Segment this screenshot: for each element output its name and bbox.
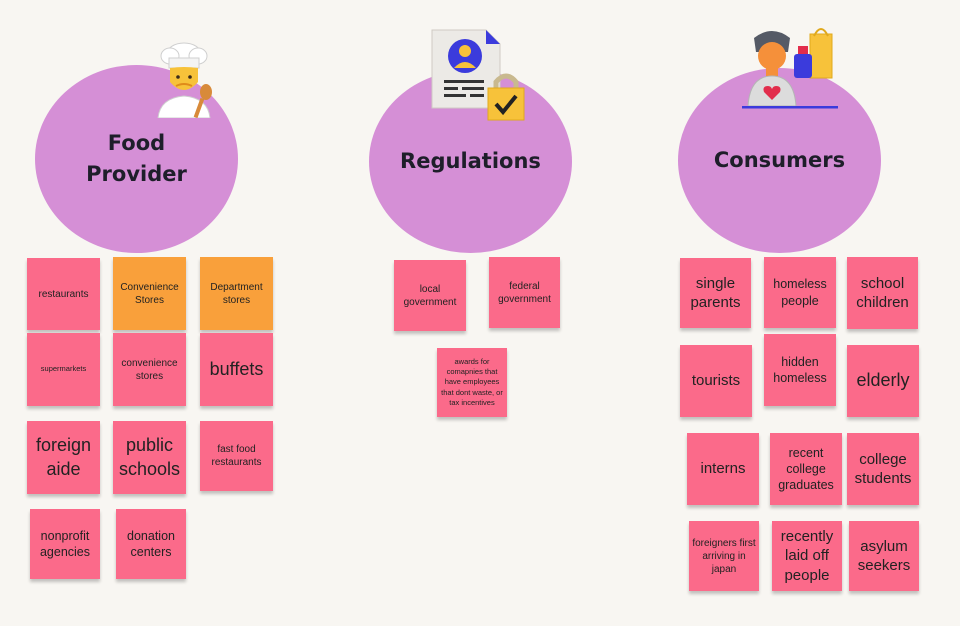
sticky-note[interactable]: recently laid off people	[772, 521, 842, 591]
sticky-note[interactable]: awards for comapnies that have employees…	[437, 348, 507, 417]
sticky-note[interactable]: foreign aide	[27, 421, 100, 494]
sticky-note[interactable]: foreigners first arriving in japan	[689, 521, 759, 591]
food-provider-title: Food Provider	[86, 131, 187, 186]
sticky-note[interactable]: recent college graduates	[770, 433, 842, 505]
sticky-note[interactable]: supermarkets	[27, 333, 100, 406]
consumers-title: Consumers	[713, 148, 846, 172]
shopper-icon	[742, 28, 838, 109]
sticky-note[interactable]: public schools	[113, 421, 186, 494]
sticky-note[interactable]: hidden homeless	[764, 334, 836, 406]
sticky-note[interactable]: nonprofit agencies	[30, 509, 100, 579]
sticky-note[interactable]: college students	[847, 433, 919, 505]
sticky-note[interactable]: buffets	[200, 333, 273, 406]
sticky-note[interactable]: Convenience Stores	[113, 257, 186, 330]
sticky-note[interactable]: tourists	[680, 345, 752, 417]
sticky-note[interactable]: school children	[847, 257, 918, 329]
sticky-note[interactable]: elderly	[847, 345, 919, 417]
sticky-note[interactable]: local government	[394, 260, 466, 331]
sticky-note[interactable]: fast food restaurants	[200, 421, 273, 491]
sticky-note[interactable]: donation centers	[116, 509, 186, 579]
chef-icon	[157, 42, 212, 118]
secure-document-icon	[431, 29, 525, 121]
sticky-note[interactable]: asylum seekers	[849, 521, 919, 591]
consumers-circle[interactable]: Consumers	[678, 68, 881, 253]
sticky-note[interactable]: convenience stores	[113, 333, 186, 406]
sticky-note[interactable]: homeless people	[764, 257, 836, 328]
sticky-note[interactable]: Department stores	[200, 257, 273, 330]
regulations-title: Regulations	[400, 149, 541, 173]
sticky-note[interactable]: federal government	[489, 257, 560, 328]
sticky-note[interactable]: restaurants	[27, 258, 100, 330]
sticky-note[interactable]: interns	[687, 433, 759, 505]
sticky-note[interactable]: single parents	[680, 258, 751, 328]
